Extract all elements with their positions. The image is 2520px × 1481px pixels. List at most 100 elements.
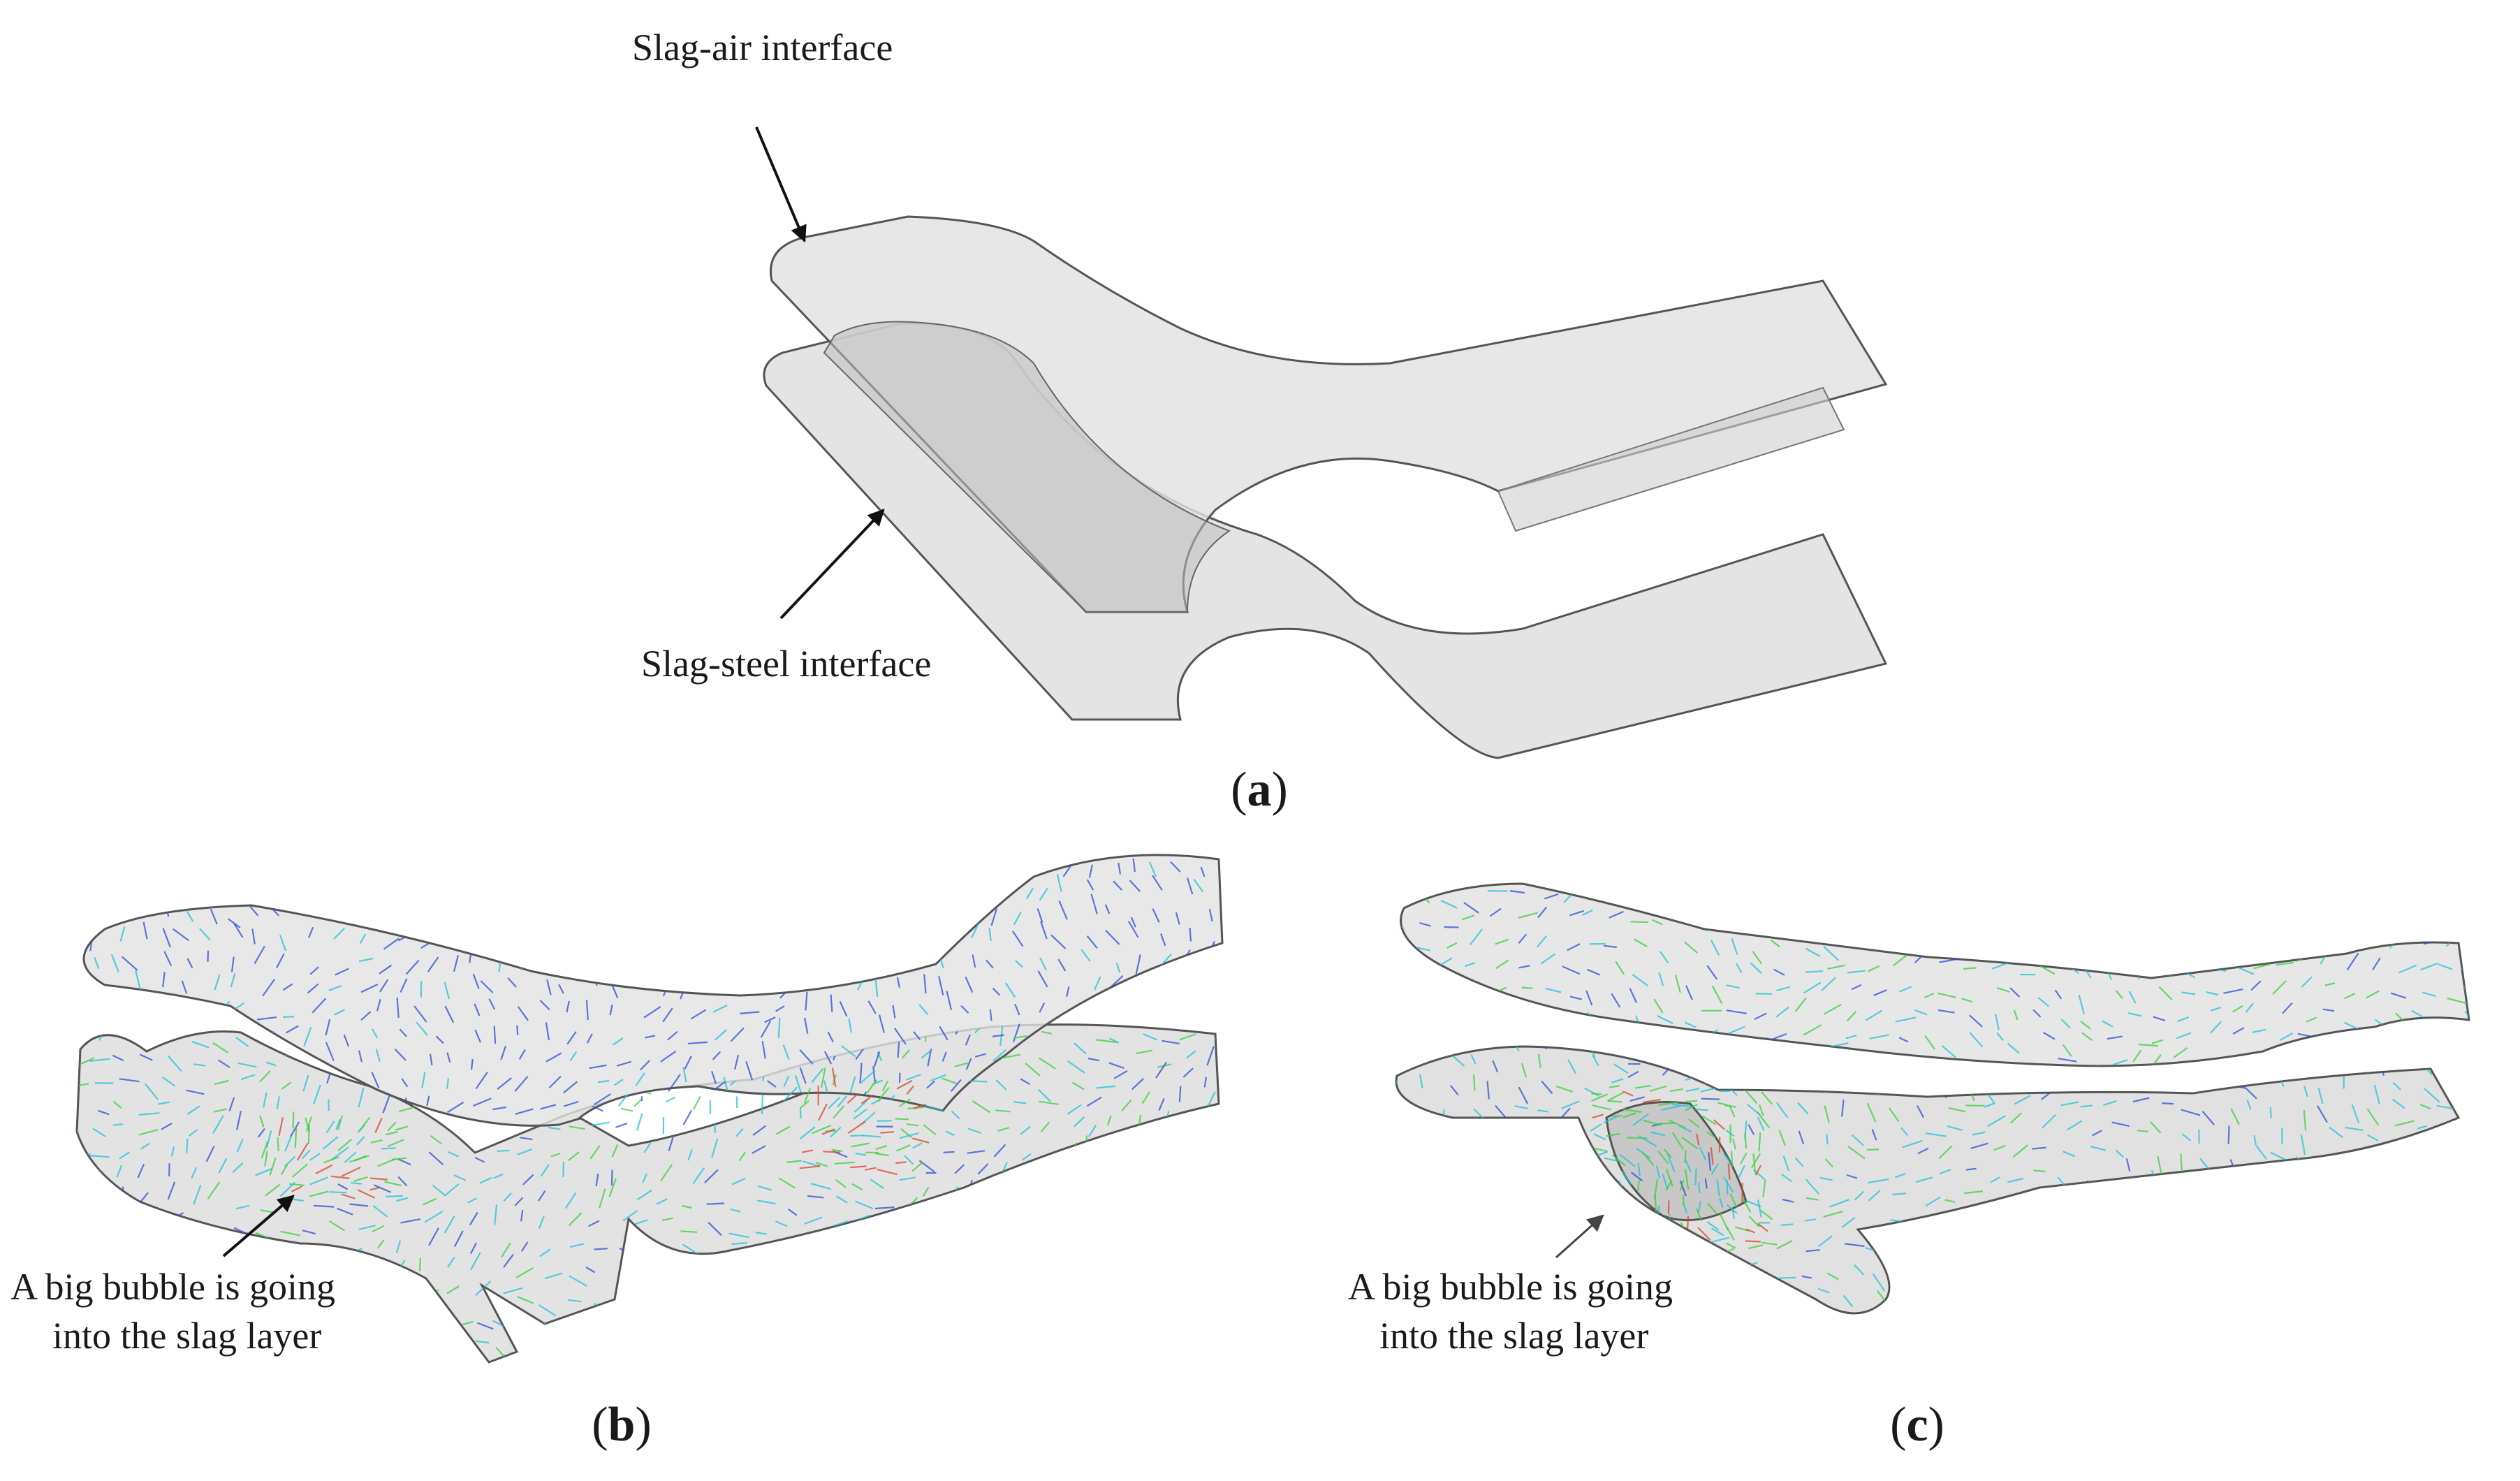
velocity-vector [522,1368,533,1371]
velocity-vector [1776,986,1791,992]
velocity-vector [860,1094,874,1104]
velocity-vector [1111,975,1124,988]
velocity-vector [330,1175,350,1179]
velocity-vector [1130,917,1136,928]
velocity-vector [589,1064,607,1070]
velocity-vector [919,1341,932,1346]
velocity-vector [135,885,152,901]
velocity-vector [1742,1198,1752,1213]
velocity-vector [787,1357,802,1362]
velocity-vector [1924,993,1935,998]
velocity-vector [1633,1211,1641,1227]
velocity-vector [1964,1190,1984,1195]
velocity-vector [1518,933,1528,944]
velocity-vector [2016,889,2023,898]
velocity-vector [1877,1318,1879,1335]
velocity-vector [1157,1263,1170,1270]
velocity-vector [1681,1229,1685,1250]
velocity-vector [397,1158,411,1166]
velocity-vector [1636,868,1648,880]
velocity-vector [64,981,73,991]
velocity-vector [280,1164,288,1176]
velocity-vector [397,854,406,868]
velocity-vector [353,1155,367,1162]
velocity-vector [2373,1084,2380,1104]
velocity-vector [1651,919,1663,926]
velocity-vector [2276,961,2294,966]
velocity-vector [2009,987,2021,998]
velocity-vector [322,1136,339,1150]
velocity-vector [1586,968,1601,976]
velocity-vector [1987,1115,2007,1128]
velocity-vector [259,1070,271,1083]
velocity-vector [1001,1053,1021,1059]
velocity-vector [1750,962,1762,974]
velocity-vector [1473,1108,1484,1119]
velocity-vector [2258,917,2272,927]
velocity-vector [757,1185,772,1191]
velocity-vector [1180,1227,1194,1236]
velocity-vector [2088,1289,2099,1296]
velocity-vector [1755,1165,1761,1176]
velocity-vector [2057,1319,2075,1321]
velocity-vector [533,961,541,971]
velocity-vector [946,889,962,902]
velocity-vector [712,1005,728,1013]
velocity-vector [641,1316,651,1325]
velocity-vector [2245,1222,2264,1229]
velocity-vector [337,1300,349,1318]
panel-a-schematic: Slag-air interface Slag-steel interface … [632,27,1888,817]
velocity-vector [1423,1179,1443,1181]
velocity-vector [997,1127,1010,1132]
velocity-vector [2439,1037,2449,1052]
velocity-vector [2301,976,2313,988]
velocity-vector [2155,1318,2171,1324]
velocity-vector [941,1077,958,1084]
velocity-vector [1463,868,1475,884]
velocity-vector [1207,1117,1218,1135]
velocity-vector [1613,1021,1620,1037]
velocity-vector [1048,1357,1057,1362]
velocity-vector [1179,988,1189,993]
velocity-vector [830,1126,842,1138]
velocity-vector [480,980,494,993]
velocity-vector [1892,1192,1907,1196]
velocity-vector [138,1112,160,1116]
velocity-vector [426,1095,430,1107]
velocity-vector [2295,1170,2309,1176]
velocity-vector [233,924,244,938]
velocity-vector [1208,909,1213,922]
velocity-vector [591,1121,610,1126]
velocity-vector [1164,1292,1182,1301]
velocity-vector [1706,965,1718,980]
velocity-vector [469,1252,481,1271]
velocity-vector [479,1137,497,1144]
velocity-vector [444,1005,455,1023]
velocity-vector [2153,949,2160,965]
velocity-vector [2151,1268,2169,1274]
velocity-vector [2438,963,2453,970]
velocity-vector [236,1111,242,1130]
velocity-vector [1400,893,1405,907]
velocity-vector [2131,894,2150,898]
velocity-vector [834,1240,850,1255]
velocity-vector [2249,1057,2262,1065]
velocity-vector [836,1195,848,1204]
velocity-vector [2185,1070,2206,1080]
velocity-vector [1738,1165,1745,1178]
velocity-vector [2400,1036,2409,1046]
velocity-vector [2302,1056,2322,1066]
velocity-vector [904,1211,908,1227]
velocity-vector [258,1251,270,1258]
velocity-vector [1817,1287,1830,1294]
velocity-vector [692,1167,705,1184]
velocity-vector [1685,985,1694,1000]
velocity-vector [1044,1160,1053,1178]
velocity-vector [705,1295,716,1300]
velocity-vector [851,1142,870,1148]
velocity-vector [2276,1244,2294,1253]
velocity-vector [1843,940,1863,945]
velocity-vector [879,954,898,963]
velocity-vector [806,940,821,947]
velocity-vector [2078,994,2086,1014]
